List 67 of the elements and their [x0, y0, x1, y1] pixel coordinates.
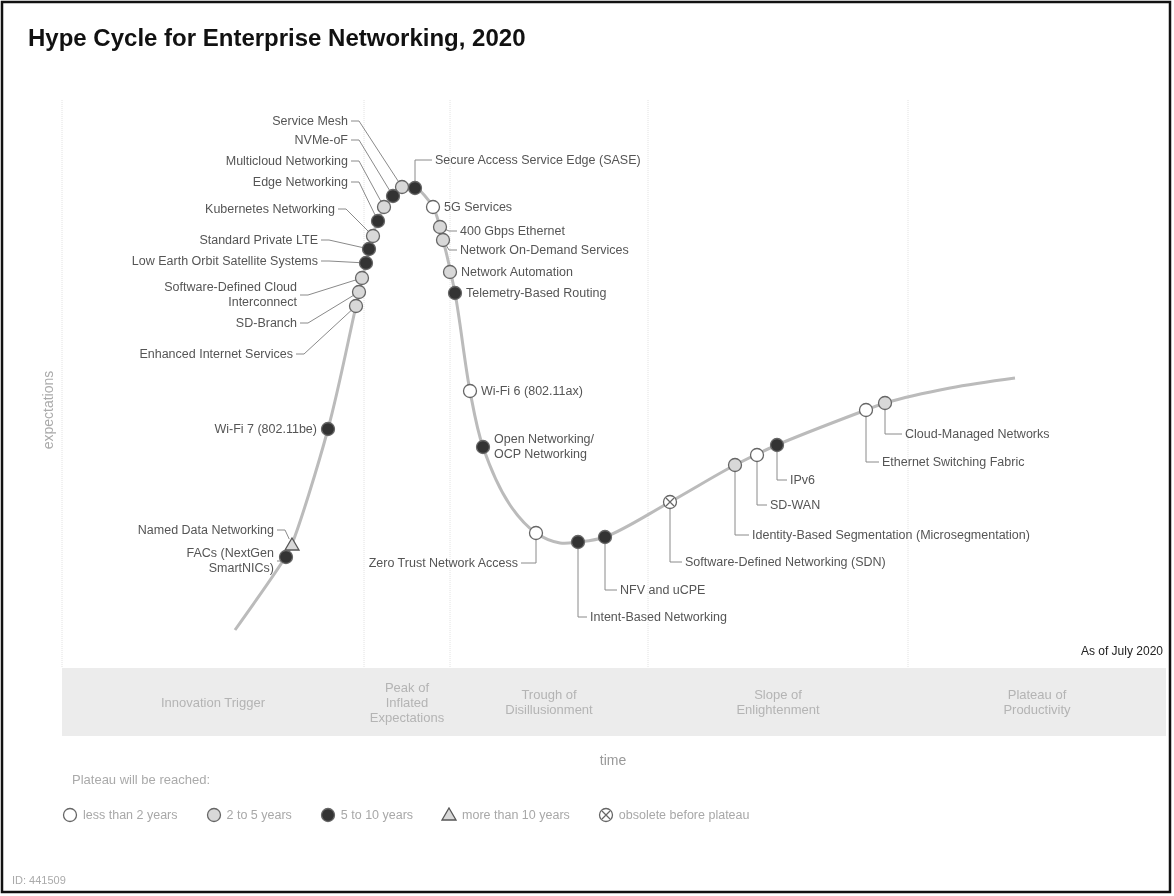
technology-label: Edge Networking — [252, 174, 348, 190]
technology-label: 5G Services — [444, 199, 513, 215]
legend-heading: Plateau will be reached: — [72, 771, 211, 787]
technology-label: Intent-Based Networking — [590, 609, 727, 625]
leader-line — [884, 409, 903, 435]
leader-line — [320, 239, 364, 249]
technology-label: Secure Access Service Edge (SASE) — [435, 152, 641, 168]
leader-line — [669, 508, 683, 563]
legend-label: less than 2 years — [83, 807, 178, 823]
technology-label: Low Earth Orbit Satellite Systems — [131, 253, 318, 269]
technology-label: Software-Defined Networking (SDN) — [685, 554, 886, 570]
legend-label: 5 to 10 years — [340, 807, 414, 823]
technology-label: Named Data Networking — [137, 522, 274, 538]
leader-line — [604, 543, 618, 591]
phase-band: Plateau of Productivity — [908, 668, 1166, 736]
date-note: As of July 2020 — [1080, 643, 1163, 659]
technology-label: Wi-Fi 6 (802.11ax) — [481, 383, 583, 399]
technology-label: Standard Private LTE — [199, 232, 318, 248]
technology-label: Identity-Based Segmentation (Microsegmentation) — [752, 527, 1030, 543]
phase-band: Innovation Trigger — [62, 668, 364, 736]
leader-line — [577, 548, 588, 618]
legend-label: obsolete before plateau — [618, 807, 750, 823]
technology-label: IPv6 — [790, 472, 815, 488]
technology-label: Open Networking/ OCP Networking — [494, 432, 596, 462]
leader-line — [445, 245, 458, 251]
technology-label: Enhanced Internet Services — [139, 346, 293, 362]
technology-label: FACs (NextGen SmartNICs) — [174, 546, 274, 576]
technology-label: Zero Trust Network Access — [368, 555, 518, 571]
leader-line — [350, 139, 391, 191]
leader-line — [776, 451, 788, 481]
legend-label: more than 10 years — [462, 807, 570, 823]
technology-label: Software-Defined Cloud Interconnect — [157, 280, 297, 310]
technology-label: Network Automation — [461, 264, 573, 280]
leader-line — [865, 416, 880, 463]
leader-line — [756, 461, 768, 506]
technology-label: Service Mesh — [272, 113, 348, 129]
technology-label: 400 Gbps Ethernet — [460, 223, 565, 239]
leader-line — [337, 208, 369, 232]
leader-line — [299, 294, 354, 324]
leader-line — [350, 181, 376, 216]
leader-line — [445, 229, 458, 232]
leader-line — [350, 120, 399, 183]
technology-label: Kubernetes Networking — [205, 201, 335, 217]
leader-line — [320, 260, 360, 264]
technology-label: SD-WAN — [770, 497, 821, 513]
technology-label: Ethernet Switching Fabric — [882, 454, 1025, 470]
technology-label: NVMe-oF — [294, 132, 348, 148]
technology-label: Wi-Fi 7 (802.11be) — [214, 421, 317, 437]
axis-label: expectations — [40, 370, 56, 450]
technology-label: Multicloud Networking — [225, 153, 348, 169]
leader-line — [734, 471, 750, 536]
leader-line — [414, 159, 433, 182]
technology-label: NFV and uCPE — [620, 582, 706, 598]
technology-label: SD-Branch — [235, 315, 297, 331]
leader-line — [276, 529, 290, 540]
axis-label: time — [599, 752, 627, 768]
technology-label: Telemetry-Based Routing — [466, 285, 607, 301]
leader-line — [295, 309, 352, 355]
chart-title: Hype Cycle for Enterprise Networking, 2020 — [28, 24, 526, 52]
leader-line — [520, 539, 537, 564]
technology-label: Network On-Demand Services — [460, 242, 629, 258]
document-id: ID: 441509 — [12, 872, 66, 888]
leader-line — [350, 160, 382, 202]
phase-band: Peak of Inflated Expectations — [364, 668, 450, 736]
legend-label: 2 to 5 years — [226, 807, 292, 823]
leader-line — [299, 279, 357, 296]
technology-label: Cloud-Managed Networks — [905, 426, 1050, 442]
